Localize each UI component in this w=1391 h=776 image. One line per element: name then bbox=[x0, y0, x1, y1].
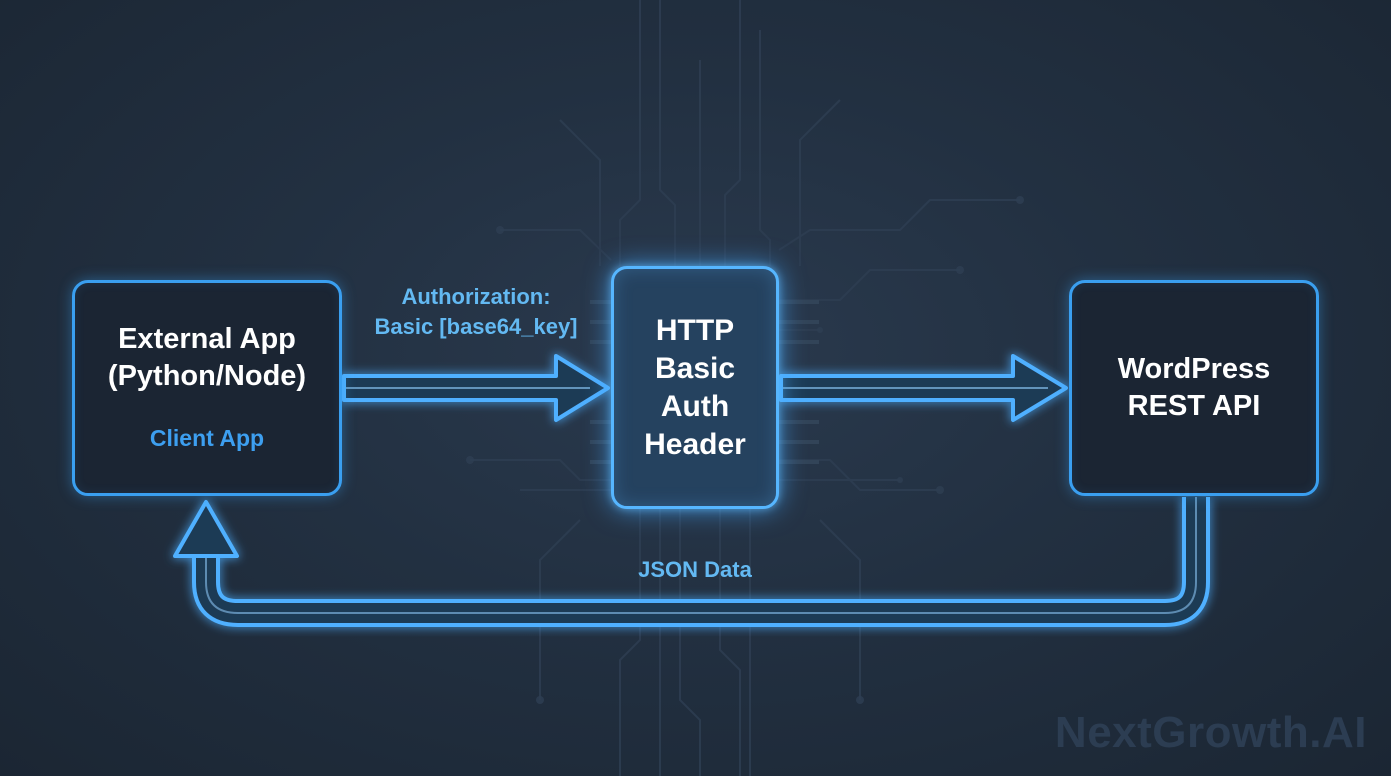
response-arrow bbox=[173, 497, 1210, 627]
watermark-logo: NextGrowth.AI bbox=[1054, 708, 1367, 757]
client-app-label: Client App bbox=[149, 424, 265, 451]
authorization-label: Authorization: Basic [base64_key] bbox=[374, 284, 578, 339]
forward-arrow bbox=[779, 354, 1068, 422]
auth-header-node: HTTP Basic Auth Header bbox=[611, 266, 779, 509]
wordpress-api-title: WordPress REST API bbox=[1117, 353, 1271, 422]
wordpress-api-node: WordPress REST API bbox=[1069, 280, 1319, 496]
auth-header-title: HTTP Basic Auth Header bbox=[644, 313, 746, 461]
external-app-node: External App (Python/Node) Client App bbox=[72, 280, 342, 496]
external-app-title: External App (Python/Node) bbox=[107, 322, 307, 392]
request-arrow bbox=[342, 354, 610, 422]
json-data-label: JSON Data bbox=[638, 557, 752, 582]
